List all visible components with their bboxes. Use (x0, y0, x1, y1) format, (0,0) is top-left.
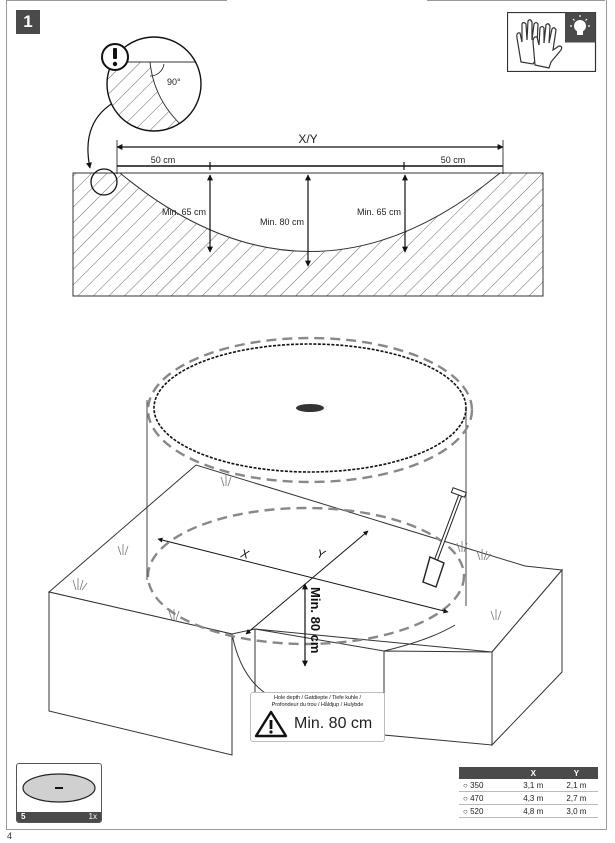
warning-header-line2: Profondeur du trou / Håldjup / Hulybde (271, 702, 364, 708)
ring-icon: ○ (463, 806, 468, 816)
warning-header-line1: Hole depth / Gatdiepte / Tiefe kuhle / (273, 695, 361, 701)
depth-right-label: Min. 65 cm (357, 207, 401, 217)
part-number: 5 (21, 812, 26, 821)
y-value: 2,1 m (554, 779, 598, 792)
angle-label: 90° (167, 77, 181, 87)
warning-triangle-icon (254, 710, 288, 738)
step-number-badge: 1 (16, 10, 40, 34)
x-value: 4,3 m (511, 791, 555, 805)
hole-depth-warning: Hole depth / Gatdiepte / Tiefe kuhle / P… (250, 692, 385, 742)
y-value: 3,0 m (554, 804, 598, 818)
page-number: 4 (7, 831, 13, 841)
iso-depth-label: Min. 80 cm (308, 587, 323, 653)
top-rule-right (427, 0, 605, 1)
warning-depth-value: Min. 80 cm (294, 715, 373, 732)
lightbulb-icon (570, 15, 590, 35)
ring-icon: ○ (463, 780, 468, 790)
iso-y-dimension (245, 530, 369, 635)
table-row: ○ 470 4,3 m 2,7 m (459, 791, 598, 805)
span-label: X/Y (298, 132, 317, 146)
part-quantity: 1x (88, 812, 97, 821)
detail-marker-circle (90, 168, 118, 196)
shovel-icon (422, 487, 467, 588)
page-frame (6, 0, 607, 830)
depth-left-label: Min. 65 cm (162, 207, 206, 217)
top-rule-left (6, 0, 227, 1)
y-value: 2,7 m (554, 791, 598, 805)
edge-right-label: 50 cm (441, 155, 466, 165)
size-table-header-y: Y (554, 767, 598, 779)
size-table-header-model (459, 767, 512, 779)
grass-icon (72, 475, 502, 621)
excavation-cross-section: X/Y 50 cm 50 cm Min. 65 cm Min. 80 cm Mi… (72, 36, 544, 297)
size-table: X Y ○ 350 3,1 m 2,1 m ○ 470 4,3 m 2,7 m … (459, 767, 598, 818)
exclamation-icon (101, 43, 129, 71)
x-value: 4,8 m (511, 804, 555, 818)
trampoline-mat-part-icon (22, 773, 96, 803)
x-value: 3,1 m (511, 779, 555, 792)
ring-icon: ○ (463, 793, 468, 803)
mat-logo (296, 404, 324, 412)
table-row: ○ 520 4,8 m 3,0 m (459, 804, 598, 818)
detail-magnifier: 90° (106, 36, 202, 132)
gloves-icon (507, 12, 597, 72)
size-table-header-x: X (511, 767, 555, 779)
model-size: 520 (470, 806, 484, 816)
depth-center-label: Min. 80 cm (260, 217, 304, 227)
frame-outline-dashed (146, 336, 474, 484)
model-size: 470 (470, 793, 484, 803)
edge-left-label: 50 cm (151, 155, 176, 165)
part-callout: 5 1x (16, 763, 102, 823)
table-row: ○ 350 3,1 m 2,1 m (459, 779, 598, 792)
model-size: 350 (470, 780, 484, 790)
